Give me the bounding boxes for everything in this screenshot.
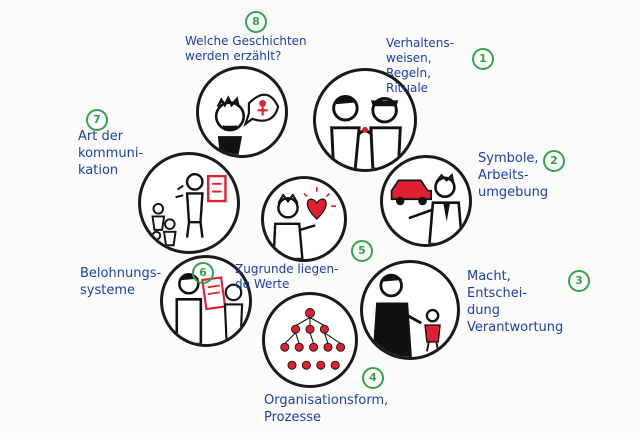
presenter-illustration [151,173,227,247]
boss-and-employee-illustration [372,273,441,357]
people-ritual-illustration [330,95,402,169]
label-7-communication: Art der kommuni- kation [78,129,144,178]
number-badge-5: 5 [351,240,373,262]
circle-8-stories [196,66,288,158]
number-badge-8: 8 [245,11,267,33]
label-8-stories: Welche Geschichten werden erzählt? [185,34,307,63]
circle-1-behaviour [313,68,417,172]
number-badge-4: 4 [362,367,384,389]
label-3-power: Macht, Entschei- dung Verantwortung [467,269,564,335]
number-badge-6: 6 [192,262,214,284]
circle-2-symbols [380,155,472,247]
label-6-rewards: Belohnungs- systeme [80,266,162,298]
circle-3-power [360,260,460,360]
label-2-symbols: Symbole, Arbeits- umgebung [478,151,549,200]
label-5-values: Zugrunde liegen- de Werte [235,262,339,291]
storyteller-illustration [214,93,280,155]
number-badge-7: 7 [86,109,108,131]
circle-4-organisation [262,292,358,388]
circle-7-communication [138,152,240,254]
number-badge-3: 3 [568,270,590,292]
label-4-organisation: Organisationsform, Prozesse [264,393,389,425]
label-1-behaviour: Verhaltens- weisen, Regeln, Rituale [386,36,454,95]
number-badge-1: 1 [472,48,494,70]
number-badge-2: 2 [543,150,565,172]
circle-5-values [261,176,347,262]
org-chart-illustration [280,308,346,370]
person-with-heart-illustration [272,187,336,259]
car-and-man-illustration [390,173,464,244]
